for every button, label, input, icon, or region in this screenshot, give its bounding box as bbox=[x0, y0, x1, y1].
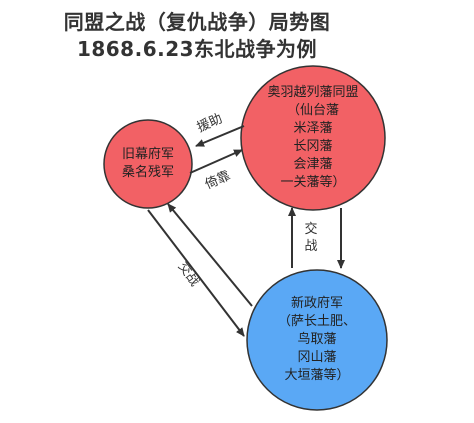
alliance-label-line: 一关藩等） bbox=[280, 175, 346, 190]
government-label-line: （萨长土肥、 bbox=[277, 314, 356, 329]
battle-arrow-to-shogunate bbox=[167, 203, 253, 307]
diagram-title: 同盟之战（复仇战争）局势图 bbox=[63, 10, 331, 34]
shogunate-label: 旧幕府军 桑名残军 bbox=[108, 146, 188, 182]
battle-label-right-text: 交战 bbox=[304, 222, 318, 254]
battle-label-right: 交战 bbox=[304, 221, 318, 255]
battle-arrow-to-government bbox=[147, 209, 245, 337]
diagram-subtitle: 1868.6.23东北战争为例 bbox=[76, 37, 318, 61]
alliance-label-line: （仙台藩 bbox=[286, 103, 339, 118]
alliance-label-line: 会津藩 bbox=[293, 157, 333, 172]
aid-arrow bbox=[195, 125, 245, 147]
alliance-label: 奥羽越列藩同盟 （仙台藩 米泽藩 长冈藩 会津藩 一关藩等） bbox=[253, 84, 373, 192]
shogunate-node bbox=[103, 119, 193, 209]
alliance-label-line: 奥羽越列藩同盟 bbox=[267, 85, 359, 100]
government-label-line: 大垣藩等） bbox=[284, 368, 350, 383]
shogunate-label-line: 桑名残军 bbox=[121, 165, 174, 180]
alliance-node bbox=[240, 65, 386, 211]
government-node bbox=[246, 269, 388, 411]
government-label-line: 新政府军 bbox=[290, 296, 343, 311]
government-label-line: 鸟取藩 bbox=[297, 332, 337, 347]
alliance-label-line: 米泽藩 bbox=[293, 121, 333, 136]
shogunate-label-line: 旧幕府军 bbox=[121, 147, 174, 162]
alliance-label-line: 长冈藩 bbox=[293, 139, 333, 154]
rely-arrow bbox=[189, 149, 243, 174]
government-label: 新政府军 （萨长土肥、 鸟取藩 冈山藩 大垣藩等） bbox=[262, 295, 372, 385]
government-label-line: 冈山藩 bbox=[297, 350, 337, 365]
